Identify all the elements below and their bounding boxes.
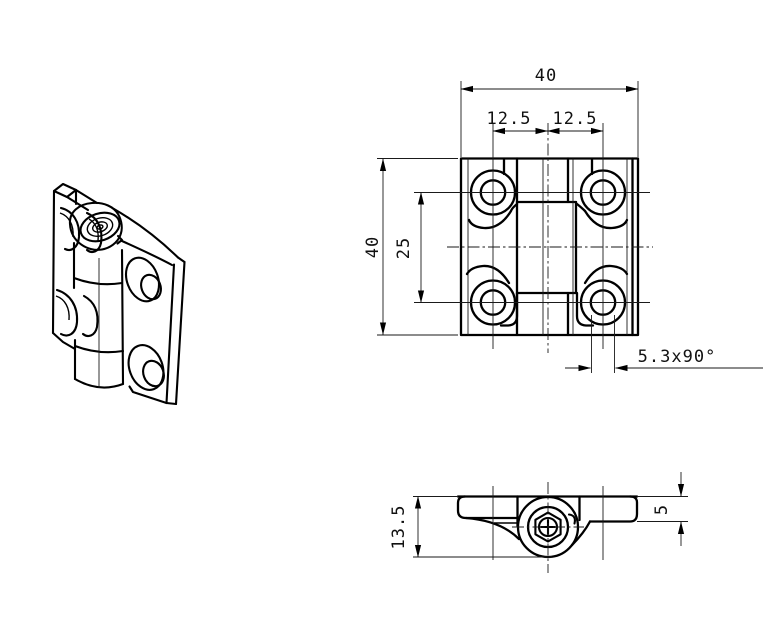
dim-plate-height-label: 40 (363, 236, 383, 258)
dim-closed-depth-label: 13.5 (389, 505, 409, 550)
screw-head-rings (79, 211, 121, 243)
dim-hole-row-spacing-label: 25 (394, 237, 414, 259)
dim-plate-width-label: 40 (535, 66, 557, 86)
dim-leaf-thickness-label: 5 (652, 504, 672, 515)
isometric-view (51, 182, 186, 406)
dim-countersink-label: 5.3x90° (638, 347, 717, 367)
plan-view (414, 123, 653, 353)
side-view-dimensions: 13.5 5 (389, 472, 688, 558)
plan-view-dimensions: 40 12.5 12.5 40 25 5.3x90° (363, 66, 763, 373)
side-view (456, 482, 639, 573)
dim-hole-offset-right-label: 12.5 (553, 109, 598, 129)
dim-hole-offset-left-label: 12.5 (487, 109, 532, 129)
